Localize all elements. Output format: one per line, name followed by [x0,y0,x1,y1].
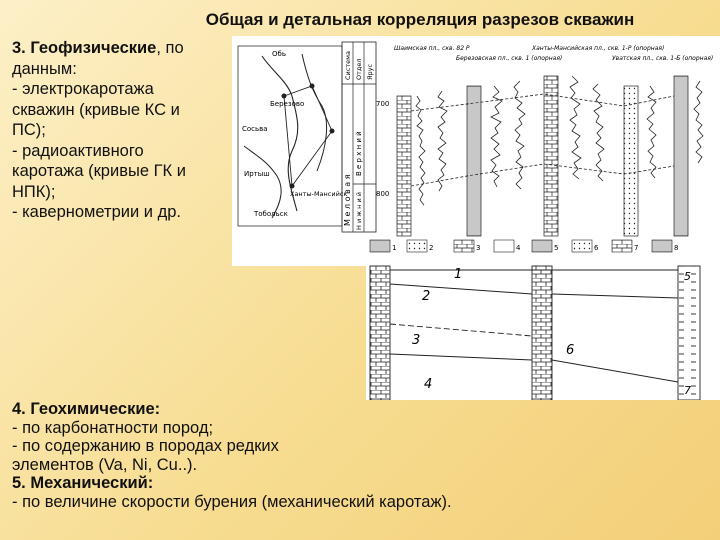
scheme-label: 7 [684,384,691,397]
well-header: Ханты-Мансийская пл., скв. 1-Р (опорная) [531,45,664,52]
geophysical-line: НПК); [12,182,56,201]
stratigraphic-column: Система Отдел Ярус М е л о в а я В е р х… [341,41,377,233]
log-curve [693,80,704,164]
scheme-column [369,265,391,401]
scheme-label: 2 [422,289,430,304]
scheme-boundary [551,293,679,299]
well-column [673,75,689,237]
scheme-boundary [389,353,533,361]
geochemical-line: элементов (Va, Ni, Cu..). [12,455,198,474]
well-column [543,75,559,237]
map-label: Тобольск [253,210,288,218]
well-correlation-drawing: Обь Березово Сосьва Ханты-Мансийск Тобол… [237,41,713,253]
log-curve [513,80,526,190]
geophysical-section: 3. Геофизические, по данным: - электрока… [12,38,234,223]
log-curve [415,95,426,206]
well-header: Шаимская пл., скв. 82 Р [394,45,470,52]
geochemical-heading: 4. Геохимические: [12,400,161,418]
strat-header: Система [344,51,352,80]
scheme-label: 1 [454,267,462,282]
scheme-boundary [551,359,679,383]
strat-header: Ярус [366,64,374,80]
legend-label: 5 [554,244,558,252]
geophysical-heading-bold: 3. Геофизические [12,39,157,57]
strat-label: М е л о в а я [343,174,352,226]
legend-label: 3 [476,244,480,252]
well-column [623,85,639,237]
map-label: Березово [270,100,304,108]
geophysical-line: ПС); [12,121,46,139]
strat-label: Н и ж н и й [355,192,363,230]
geophysical-line: - кавернометрии и др. [12,203,181,221]
scheme-boundary [389,283,533,295]
legend-label: 8 [674,244,678,252]
well-column [466,85,482,237]
legend-label: 2 [429,244,433,252]
strat-label: В е р х н и й [355,131,363,176]
well-correlation-figure: Обь Березово Сосьва Ханты-Мансийск Тобол… [232,36,720,266]
depth-label: 700 [376,100,389,108]
geophysical-line: каротажа (кривые ГК и [12,162,186,180]
log-curve [592,83,605,182]
mechanical-heading: 5. Механический: [12,474,154,493]
legend-label: 7 [634,244,638,252]
geophysical-line: скважин (кривые КС и [12,100,180,119]
well-header: Уватская пл., скв. 1-Б (опорная) [612,55,713,62]
location-map: Обь Березово Сосьва Ханты-Мансийск Тобол… [237,45,347,227]
correlation-line [410,93,675,112]
map-label: Сосьва [242,125,268,133]
correlation-scheme-drawing: 1 2 3 4 5 6 7 [369,265,701,401]
scheme-label: 3 [412,333,420,348]
log-curve [437,90,448,192]
legend-label: 6 [594,244,599,252]
scheme-column [677,265,701,401]
geophysical-line: - электрокаротажа [12,80,154,98]
well-header: Березовская пл., скв. 1 (опорная) [456,55,562,62]
geophysical-line: данным: [12,59,77,78]
map-label: Ханты-Мансийск [290,190,347,198]
correlation-scheme-figure: 1 2 3 4 5 6 7 [366,262,720,401]
scheme-label: 4 [424,377,432,392]
map-label: Обь [272,50,286,58]
geochemical-line: - по карбонатности пород; [12,418,214,437]
scheme-column [531,265,553,401]
legend-label: 4 [516,244,521,252]
log-curve [569,75,582,180]
slide-title: Общая и детальная корреляция разрезов ск… [205,10,635,29]
well-column [396,95,412,237]
geochem-mechanical-section: 4. Геохимические: - по карбонатности пор… [12,400,712,512]
geochemical-line: - по содержанию в породах редких [12,437,279,456]
legend-label: 1 [392,244,396,252]
mechanical-line: - по величине скорости бурения (механиче… [12,492,452,511]
scheme-label: 5 [684,270,691,283]
scheme-boundary [389,323,533,337]
geophysical-heading-rest: , по [156,39,184,57]
geophysical-heading: 3. Геофизические, по [12,38,234,59]
log-curve [646,85,657,179]
log-curve [490,85,503,188]
correlation-line [410,163,675,187]
legend: 1 2 3 4 5 6 7 8 [369,239,678,253]
geophysical-line: - радиоактивного [12,141,144,160]
strat-header: Отдел [355,58,363,80]
map-label: Иртыш [244,170,270,178]
scheme-label: 6 [566,343,574,358]
depth-label: 800 [376,190,389,198]
